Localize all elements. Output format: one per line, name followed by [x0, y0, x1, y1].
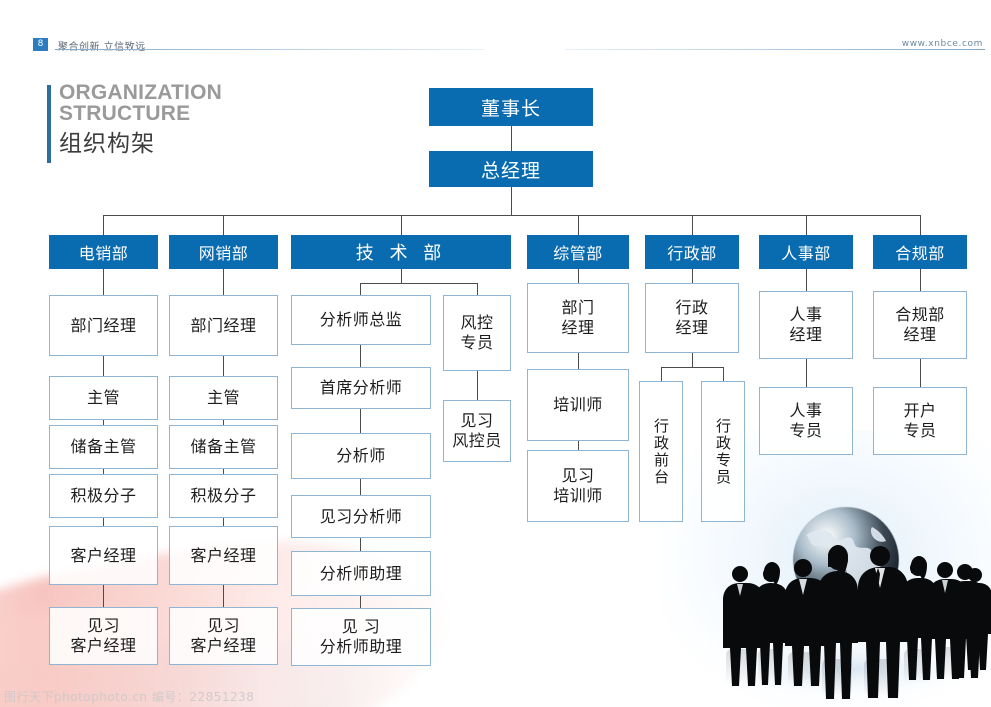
connector-c3-split — [360, 283, 477, 284]
node-c4-peixunshi[interactable]: 培训师 — [527, 369, 629, 441]
node-c7-hegui-jingli[interactable]: 合规部 经理 — [873, 291, 967, 359]
connector-department-bus — [103, 215, 921, 216]
header-website-url: www.xnbce.com — [901, 39, 983, 49]
connector-c2-1 — [223, 356, 224, 376]
connector-c2-4 — [223, 518, 224, 526]
node-chairman[interactable]: 董事长 — [429, 88, 593, 126]
connector-c6-0 — [806, 269, 807, 291]
connector-c2-2 — [223, 420, 224, 425]
connector-c1-0 — [103, 269, 104, 295]
connector-c3-stem — [401, 269, 402, 283]
node-c3a-jianxi-fenxishi[interactable]: 见习分析师 — [291, 495, 431, 538]
node-c1-zhuguan[interactable]: 主管 — [49, 376, 158, 420]
node-c3a-shouxi-fenxishi[interactable]: 首席分析师 — [291, 367, 431, 409]
people-silhouettes — [723, 545, 991, 699]
connector-bus-drop-3 — [401, 215, 402, 235]
node-c2-jianxi-kehu-jingli[interactable]: 见习 客户经理 — [169, 607, 278, 665]
connector-c3-left-drop — [360, 283, 361, 295]
connector-c3-right-drop — [477, 283, 478, 295]
connector-bus-drop-1 — [103, 215, 104, 235]
dept-header-dianxiao[interactable]: 电销部 — [49, 235, 158, 269]
connector-c2-5 — [223, 585, 224, 607]
header-rule-right — [565, 49, 985, 50]
node-c4-jianxi-peixunshi[interactable]: 见习 培训师 — [527, 450, 629, 522]
node-c3b-fengkong-zhuanyuan[interactable]: 风控 专员 — [443, 295, 511, 371]
node-c2-jiji-fenzi[interactable]: 积极分子 — [169, 474, 278, 518]
connector-c5-left-drop — [661, 367, 662, 381]
connector-c7-1 — [920, 359, 921, 387]
node-c2-zhuguan[interactable]: 主管 — [169, 376, 278, 420]
connector-c3a-1 — [360, 345, 361, 367]
node-c3b-jianxi-fengkongyuan[interactable]: 见习 风控员 — [443, 400, 511, 462]
connector-bus-drop-4 — [578, 215, 579, 235]
connector-c4-1 — [578, 353, 579, 369]
connector-c3a-3 — [360, 479, 361, 495]
connector-bus-drop-2 — [223, 215, 224, 235]
dept-header-jishu[interactable]: 技 术 部 — [291, 235, 511, 269]
connector-c2-3 — [223, 469, 224, 474]
connector-c5-split — [661, 367, 723, 368]
connector-c3a-2 — [360, 409, 361, 433]
dept-header-hegui[interactable]: 合规部 — [873, 235, 967, 269]
title-chinese: 组织构架 — [59, 131, 155, 157]
dept-header-wangxiao[interactable]: 网销部 — [169, 235, 278, 269]
connector-c3a-4 — [360, 538, 361, 551]
node-c6-renshi-zhuanyuan[interactable]: 人事 专员 — [759, 387, 853, 455]
node-general-manager[interactable]: 总经理 — [429, 151, 593, 187]
node-c1-jiji-fenzi[interactable]: 积极分子 — [49, 474, 158, 518]
node-c2-chubei-zhuguan[interactable]: 储备主管 — [169, 425, 278, 469]
business-team-globe-illustration — [700, 497, 991, 707]
connector-c1-4 — [103, 518, 104, 526]
node-c6-renshi-jingli[interactable]: 人事 经理 — [759, 291, 853, 359]
connector-c5-0 — [692, 269, 693, 283]
node-c2-bumen-jingli[interactable]: 部门经理 — [169, 295, 278, 356]
connector-c6-1 — [806, 359, 807, 387]
node-c1-chubei-zhuguan[interactable]: 储备主管 — [49, 425, 158, 469]
node-c4-bumen-jingli[interactable]: 部门 经理 — [527, 283, 629, 353]
header-slogan: 聚合创新 立信致远 — [58, 42, 146, 53]
connector-c1-5 — [103, 585, 104, 607]
globe-icon — [792, 506, 900, 614]
connector-c5-right-drop — [723, 367, 724, 381]
node-c5-xingzheng-zhuanyuan[interactable]: 行政专员 — [701, 381, 745, 522]
connector-c5-stem — [692, 353, 693, 367]
connector-c1-1 — [103, 356, 104, 376]
connector-c3a-5 — [360, 596, 361, 608]
connector-c7-0 — [920, 269, 921, 291]
connector-gm-to-bus — [511, 187, 512, 215]
node-c1-jianxi-kehu-jingli[interactable]: 见习 客户经理 — [49, 607, 158, 665]
node-c1-kehu-jingli[interactable]: 客户经理 — [49, 526, 158, 585]
node-c7-kaihu-zhuanyuan[interactable]: 开户 专员 — [873, 387, 967, 455]
dept-header-zongguan[interactable]: 综管部 — [527, 235, 629, 269]
connector-c1-2 — [103, 420, 104, 425]
title-accent-bar — [47, 85, 51, 163]
node-c3a-fenxishi-zhuli[interactable]: 分析师助理 — [291, 551, 431, 596]
connector-c1-3 — [103, 469, 104, 474]
header-rule-left — [55, 49, 485, 50]
connector-bus-drop-7 — [920, 215, 921, 235]
node-c5-xingzheng-qiantai[interactable]: 行政前台 — [639, 381, 683, 522]
page-number: 8 — [33, 38, 48, 51]
node-c3a-jianxi-fenxishi-zhuli[interactable]: 见 习 分析师助理 — [291, 608, 431, 666]
connector-bus-drop-6 — [806, 215, 807, 235]
connector-c3b-1 — [477, 371, 478, 400]
stock-photo-watermark: 图行天下photophoto.cn 编号：22851238 — [4, 690, 255, 704]
connector-bus-drop-5 — [692, 215, 693, 235]
connector-c4-2 — [578, 441, 579, 450]
connector-c2-0 — [223, 269, 224, 295]
dept-header-renshi[interactable]: 人事部 — [759, 235, 853, 269]
title-english: ORGANIZATION STRUCTURE — [59, 81, 222, 125]
node-c2-kehu-jingli[interactable]: 客户经理 — [169, 526, 278, 585]
connector-c4-0 — [578, 269, 579, 283]
node-c5-xingzheng-jingli[interactable]: 行政 经理 — [645, 283, 739, 353]
node-c3a-fenxishi-zongjian[interactable]: 分析师总监 — [291, 295, 431, 345]
node-c3a-fenxishi[interactable]: 分析师 — [291, 433, 431, 479]
connector-chairman-to-gm — [511, 126, 512, 151]
node-c1-bumen-jingli[interactable]: 部门经理 — [49, 295, 158, 356]
page-title: ORGANIZATION STRUCTURE 组织构架 — [47, 81, 222, 163]
dept-header-xingzheng[interactable]: 行政部 — [645, 235, 739, 269]
